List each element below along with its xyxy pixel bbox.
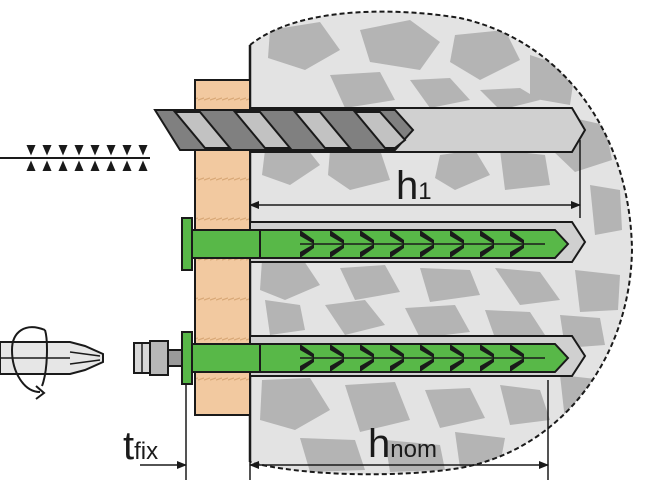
label-h1-sub: 1 bbox=[418, 178, 432, 205]
screwdriver-bit bbox=[0, 341, 104, 375]
anchor-green-2 bbox=[181, 331, 570, 385]
dimension-tfix bbox=[140, 384, 187, 480]
label-h1-main: h bbox=[396, 164, 419, 208]
label-tfix-sub: fix bbox=[134, 438, 159, 465]
hammer-action-icon bbox=[0, 145, 150, 171]
anchor-green-1 bbox=[181, 217, 570, 271]
label-h1: h1 bbox=[396, 166, 432, 206]
label-hnom-main: h bbox=[368, 422, 391, 466]
label-tfix: tfix bbox=[123, 426, 158, 466]
screw-head bbox=[133, 340, 183, 376]
dimension-h1 bbox=[249, 140, 581, 218]
label-hnom: hnom bbox=[368, 424, 437, 464]
dimension-hnom bbox=[249, 380, 549, 480]
label-hnom-sub: nom bbox=[390, 436, 437, 463]
label-tfix-main: t bbox=[123, 424, 135, 468]
rotation-arrow-icon bbox=[10, 326, 48, 400]
drill-bit bbox=[153, 109, 415, 151]
